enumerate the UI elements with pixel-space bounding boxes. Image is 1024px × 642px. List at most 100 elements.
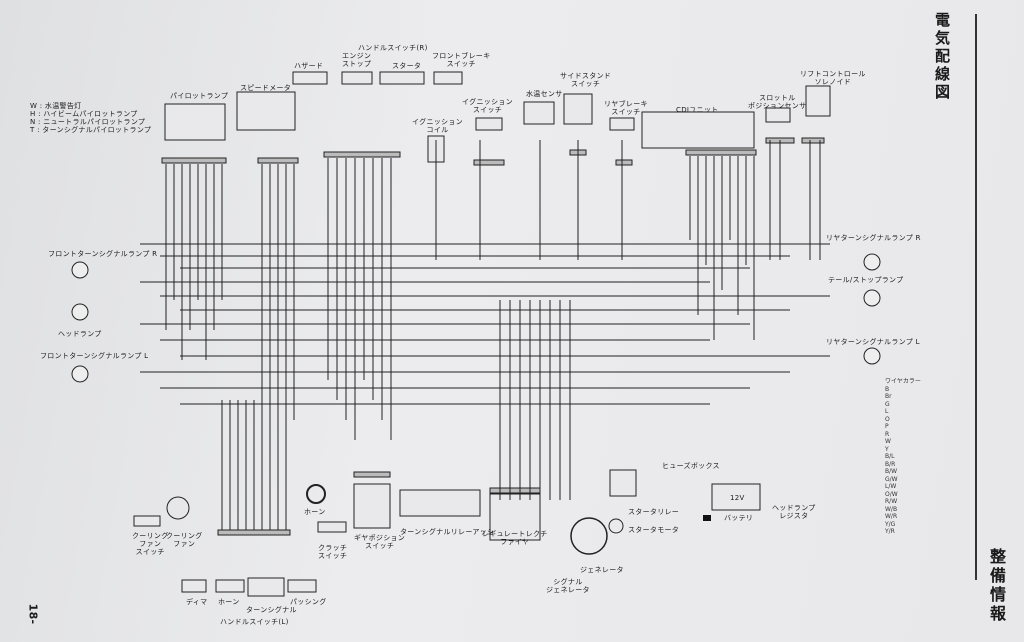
connector-bar	[615, 159, 633, 166]
label-front-turn-l: フロントターンシグナルランプ L	[40, 352, 149, 360]
label-handle-switch-r: ハンドルスイッチ(R)	[358, 44, 428, 52]
label-front-turn-r: フロントターンシグナルランプ R	[48, 250, 158, 258]
wire-color-row: O/W	[885, 490, 898, 498]
wire-color-row: B/W	[885, 468, 898, 475]
wire-color-row: R	[885, 430, 890, 438]
starter-connector	[379, 71, 425, 85]
front-turn-r-lamp-icon	[71, 261, 89, 279]
connector-bar	[161, 157, 227, 164]
fan-switch-connector	[133, 515, 161, 527]
tail-lamp-icon	[863, 289, 881, 307]
label-starter-relay: スタータリレー	[628, 508, 680, 516]
wire-color-row: G/W	[885, 475, 898, 483]
label-speedometer: スピードメータ	[240, 84, 292, 92]
label-passing: パッシング	[290, 598, 327, 606]
wire-color-title: ワイヤカラー	[885, 378, 921, 385]
wire-color-row: Y	[885, 445, 889, 453]
wire-color-row: G	[885, 400, 890, 408]
cooling-fan-icon	[166, 496, 190, 520]
tps-connector	[765, 107, 791, 123]
side-stand-connector	[563, 93, 593, 125]
page-number: 18-	[26, 603, 40, 625]
horn-icon	[306, 484, 326, 504]
rear-turn-r-lamp-icon	[863, 253, 881, 271]
label-horn-switch: ホーン	[218, 598, 240, 606]
front-brake-connector	[433, 71, 463, 85]
label-fuse-box: ヒューズボックス	[662, 462, 720, 470]
label-cdi-unit: CDIユニット	[676, 106, 719, 114]
dimmer-connector	[181, 579, 207, 593]
label-tail-stop: テール/ストップランプ	[828, 276, 904, 284]
connector-bar	[801, 137, 825, 144]
page-title: 電気配線図	[933, 12, 951, 102]
connector-bar	[685, 149, 757, 156]
wire-color-row: L	[885, 408, 889, 415]
starter-relay-box	[609, 469, 637, 497]
turn-switch-connector	[247, 577, 285, 597]
engine-stop-connector	[341, 71, 373, 85]
label-battery: バッテリ	[724, 514, 754, 522]
clutch-connector	[317, 521, 347, 533]
gear-position-box	[353, 483, 391, 529]
label-lift-control-solenoid: リフトコントロール ソレノイド	[800, 70, 866, 86]
label-throttle-position-sensor: スロットル ポジションセンサ	[748, 94, 807, 110]
wire-color-row: W/B	[885, 505, 898, 513]
label-starter: スタータ	[392, 62, 422, 70]
wire-color-row: L/W	[885, 483, 897, 490]
label-engine-stop: エンジン ストップ	[342, 52, 372, 68]
wire-color-row: B	[885, 385, 890, 393]
label-side-stand-switch: サイドスタンド スイッチ	[560, 72, 612, 88]
starter-motor-icon	[608, 518, 624, 534]
label-pilot-lamp: パイロットランプ	[170, 92, 229, 100]
connector-bar	[473, 159, 505, 166]
label-turn-relay: ターンシグナルリレーアッシ	[400, 528, 495, 536]
horn-switch-connector	[215, 579, 245, 593]
cdi-unit-box	[641, 111, 755, 149]
connector-bar	[217, 529, 291, 536]
section-title: 整備情報	[987, 548, 1006, 624]
label-generator: ジェネレータ	[580, 566, 624, 574]
label-headlamp: ヘッドランプ	[58, 330, 102, 338]
label-regulator-rectifier: レギュレートレクチ ファイヤ	[482, 530, 548, 546]
label-handle-switch-l: ハンドルスイッチ(L)	[220, 618, 289, 626]
wire-color-row: Br	[885, 393, 892, 400]
label-rear-turn-l: リヤターンシグナルランプ L	[826, 338, 920, 346]
label-water-temp-sensor: 水温センサ	[526, 90, 563, 98]
legend-w: W : 水温警告灯	[30, 102, 82, 110]
label-hazard: ハザード	[294, 62, 324, 70]
connector-bar	[353, 471, 391, 478]
solenoid-box	[805, 85, 831, 117]
label-cooling-fan: クーリング ファン	[166, 532, 203, 548]
wire-color-row: Y/R	[885, 528, 895, 535]
label-ignition-switch: イグニッション スイッチ	[462, 98, 513, 114]
label-gear-position-switch: ギヤポジション スイッチ	[354, 534, 406, 550]
wire-color-row: W/R	[885, 513, 898, 520]
label-turn-signal-switch: ターンシグナル	[246, 606, 297, 614]
label-dimmer: ディマ	[186, 598, 208, 606]
wire-color-row: B/R	[885, 460, 896, 468]
legend-t: T : ターンシグナルパイロットランプ	[30, 126, 152, 134]
label-cooling-fan-switch: クーリング ファン スイッチ	[132, 532, 169, 556]
legend-h: H : ハイビームパイロットランプ	[30, 110, 138, 118]
section-divider	[975, 14, 977, 580]
rear-brake-connector	[609, 117, 635, 131]
label-starter-motor: スタータモータ	[628, 526, 680, 534]
wire-color-row: O	[885, 415, 890, 423]
label-signal-generator: シグナル ジェネレータ	[546, 578, 590, 594]
generator-icon	[570, 517, 608, 555]
connector-bar	[489, 487, 541, 494]
wire-color-row: Y/G	[885, 520, 896, 528]
pilot-lamp-box	[164, 103, 226, 141]
connector-bar	[257, 157, 299, 164]
connector-bar	[323, 151, 401, 158]
battery-box	[711, 483, 761, 511]
rear-turn-l-lamp-icon	[863, 347, 881, 365]
passing-connector	[287, 579, 317, 593]
wire-color-row: P	[885, 423, 889, 430]
label-ignition-coil: イグニッション コイル	[412, 118, 463, 134]
wire-color-row: W	[885, 438, 891, 445]
wire-color-row: R/W	[885, 498, 898, 505]
hazard-connector	[292, 71, 328, 85]
label-battery-voltage: 12V	[730, 494, 745, 502]
